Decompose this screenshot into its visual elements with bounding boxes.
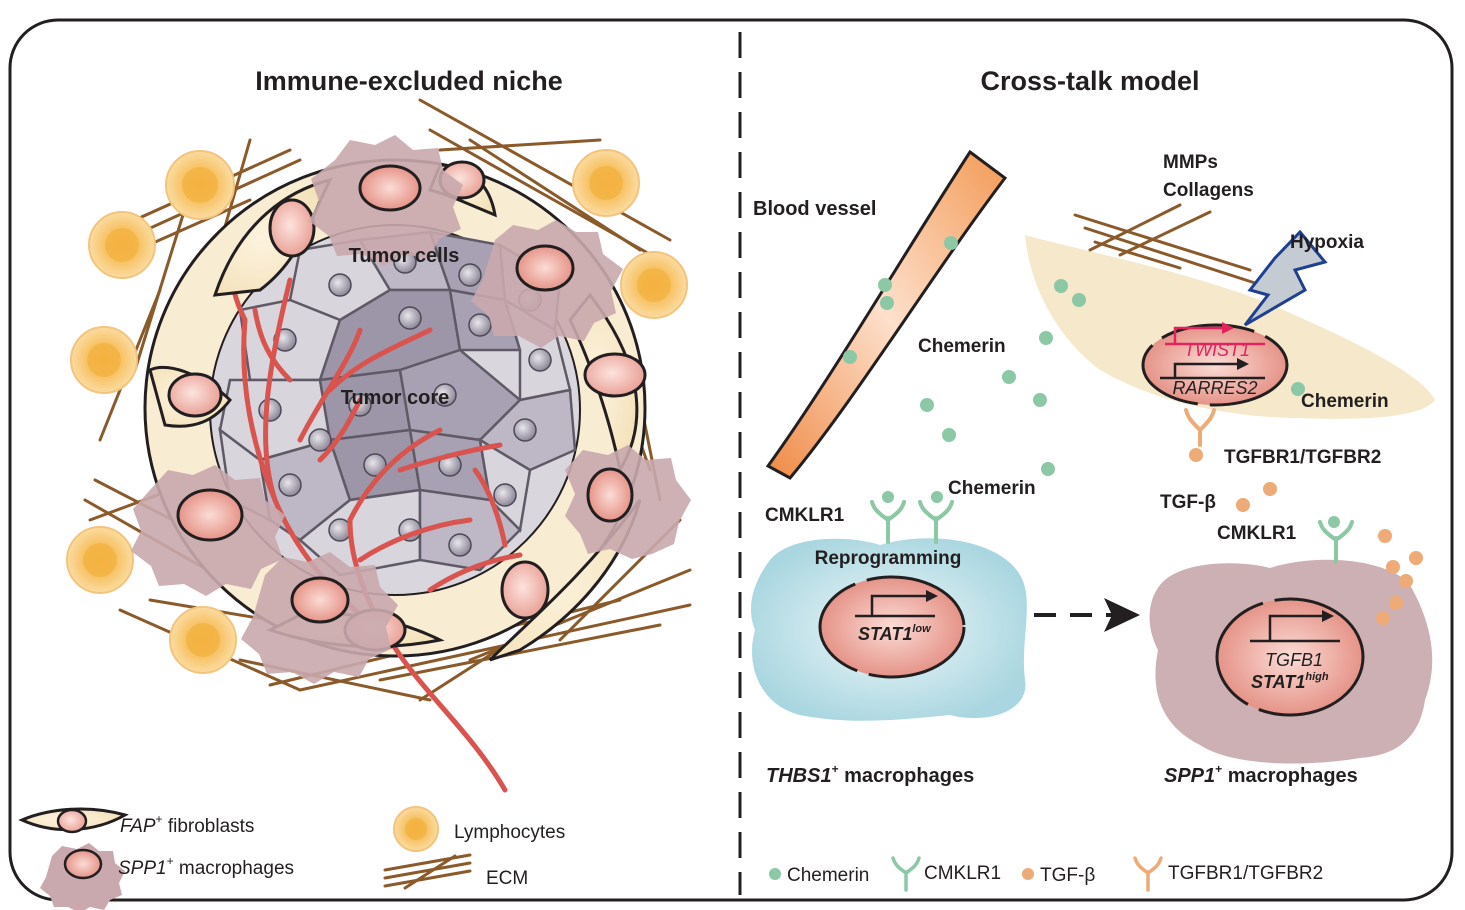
rarres2-gene: RARRES2	[1160, 358, 1265, 398]
lymphocyte	[572, 149, 640, 217]
tgfb-label: TGF-β	[1160, 492, 1216, 513]
spp1-macrophage	[309, 135, 463, 266]
tgfb1-label: TGFB1	[1265, 650, 1323, 670]
lymphocyte	[70, 326, 138, 394]
lymphocytes-legend-label: Lymphocytes	[454, 822, 565, 843]
tgfb-legend-icon	[1022, 868, 1034, 880]
rarres2-label: RARRES2	[1172, 378, 1257, 398]
tgfb-legend-label: TGF-β	[1040, 865, 1095, 886]
cmklr1-legend-label: CMKLR1	[924, 863, 1001, 884]
right-panel-title: Cross-talk model	[980, 66, 1199, 96]
spp1-macrophages-left	[131, 135, 691, 684]
secreted-tgfb	[1376, 529, 1423, 625]
chemerin-legend-icon	[769, 868, 781, 880]
spp1-macrophages-legend-label: SPP1+ macrophages	[118, 854, 294, 879]
blood-vessel	[765, 149, 1008, 480]
cmklr1-receptor-icon-right	[1318, 520, 1354, 564]
tgfbr-legend-label: TGFBR1/TGFBR2	[1168, 863, 1323, 884]
chemerin-label-upper: Chemerin	[918, 336, 1006, 357]
spp1-macrophage	[131, 465, 285, 596]
tgfb-ligands-bound	[1189, 448, 1277, 512]
stat1-low-gene: STAT1low	[855, 590, 938, 644]
secreted-chemerin	[920, 279, 1305, 476]
fibroblast	[568, 292, 647, 475]
lymphocyte	[66, 526, 134, 594]
fibroblast-legend-icon	[18, 807, 129, 834]
cmklr1-receptor-icon	[870, 500, 954, 544]
cmklr1-bound-chemerin-right	[1328, 516, 1340, 528]
chemerin-label-lower: Chemerin	[948, 478, 1036, 499]
mmps-label: MMPs	[1163, 152, 1218, 173]
lymphocyte-legend-icon	[393, 806, 439, 852]
cmklr1-label-right: CMKLR1	[1217, 523, 1297, 544]
collagens-label: Collagens	[1163, 180, 1254, 201]
hypoxia-label: Hypoxia	[1290, 232, 1364, 253]
fibroblast	[148, 365, 232, 428]
collagen-fibers	[1073, 203, 1257, 285]
hypoxia-bolt-icon	[1243, 229, 1328, 327]
tumor-core-label: Tumor core	[341, 387, 450, 409]
chemerin-in-vessel	[843, 236, 958, 364]
twist1-label: TWIST1	[1184, 340, 1250, 360]
tgfbr-label: TGFBR1/TGFBR2	[1224, 447, 1381, 468]
tgfb1-gene: TGFB1 STAT1high	[1250, 610, 1340, 692]
spp1-macrophage	[471, 220, 623, 348]
blood-vessel-label: Blood vessel	[753, 198, 876, 220]
chemerin-legend-label: Chemerin	[787, 865, 869, 886]
stat1-high-label: STAT1high	[1251, 671, 1329, 692]
spp1-macrophage	[565, 445, 691, 559]
figure-frame	[8, 18, 1454, 902]
thbs1-macrophages-label: THBS1+ macrophages	[766, 762, 974, 787]
reprogramming-label: Reprogramming	[815, 548, 962, 569]
fibroblasts-legend-label: FAP+ fibroblasts	[120, 812, 254, 837]
cmklr1-label-left: CMKLR1	[765, 505, 845, 526]
fibroblast	[212, 177, 333, 297]
left-legend: FAP+ fibroblasts SPP1+ macrophages Lymph…	[18, 806, 565, 910]
twist1-gene: TWIST1	[1165, 322, 1265, 360]
lymphocyte	[165, 150, 235, 220]
lymphocyte	[620, 251, 688, 319]
tgfbr-receptor-icon	[1184, 408, 1216, 447]
left-panel-title: Immune-excluded niche	[255, 66, 563, 96]
spp1-nucleus	[1215, 597, 1365, 717]
right-legend: Chemerin CMKLR1 TGF-β TGFBR1/TGFBR2	[769, 856, 1323, 892]
spp1-macrophage	[241, 552, 398, 684]
spp1-macrophage-legend-icon	[40, 843, 125, 910]
ecm-legend-icon	[383, 853, 472, 890]
lymphocytes	[66, 149, 688, 674]
chemerin-label-fibroblast: Chemerin	[1301, 391, 1389, 412]
tgfbr-legend-icon	[1133, 856, 1163, 892]
lymphocyte	[88, 211, 156, 279]
tumor-cells-label: Tumor cells	[349, 245, 460, 267]
transition-arrowhead	[1104, 598, 1140, 632]
cmklr1-bound-chemerin	[882, 491, 943, 503]
cmklr1-legend-icon	[891, 856, 921, 892]
lymphocyte	[169, 606, 237, 674]
ecm-legend-label: ECM	[486, 868, 528, 889]
stat1-low-label: STAT1low	[858, 623, 932, 644]
thbs1-nucleus	[818, 575, 966, 679]
spp1-macrophages-label: SPP1+ macrophages	[1164, 762, 1358, 787]
